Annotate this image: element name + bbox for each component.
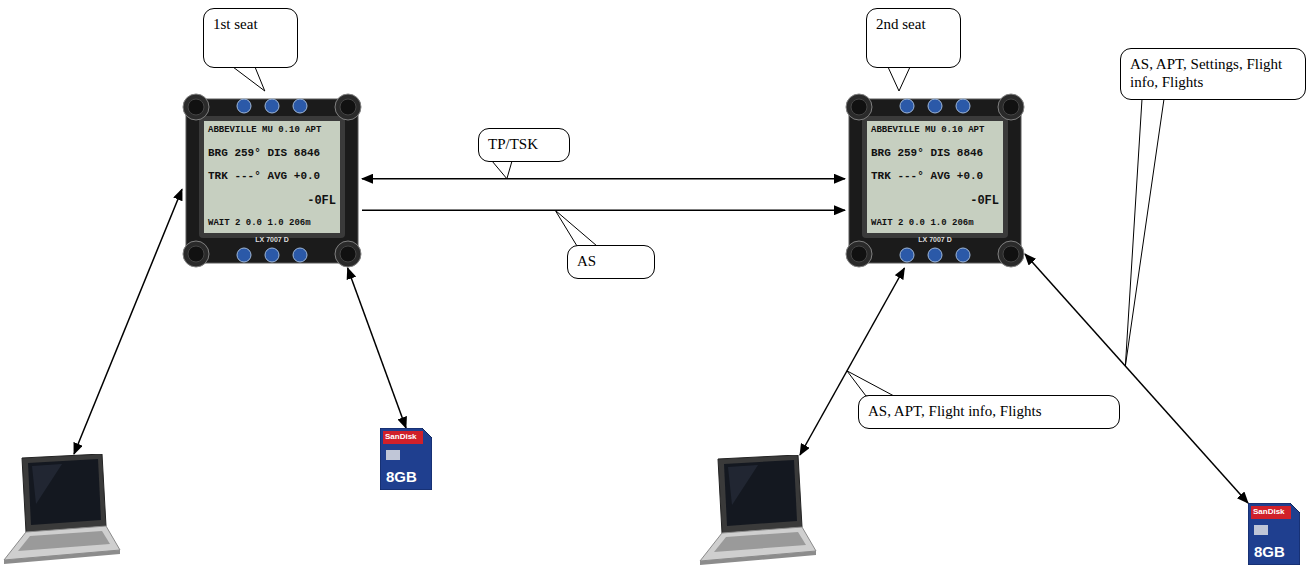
- callout-bubble: AS, APT, Settings, Flight info, Flights: [1120, 48, 1306, 100]
- screen-text: TRK ---° AVG +0.0: [871, 170, 999, 183]
- data-link-arrow: [348, 268, 406, 428]
- model-name: LX 7007 D: [845, 236, 1025, 244]
- callout-bubble: TP/TSK: [478, 128, 570, 162]
- callout-bubble: 2nd seat: [866, 8, 961, 68]
- laptop-illustration: [698, 455, 818, 567]
- connector-label: AS: [577, 253, 596, 269]
- laptop: [698, 455, 818, 567]
- flight-computer: ABBEVILLE MU 0.10 APT BRG 259° DIS 8846TR…: [182, 93, 362, 268]
- callout-pointer: [492, 161, 512, 179]
- laptop-illustration: [2, 454, 122, 566]
- screen-text: -0FL: [307, 194, 336, 208]
- callout-pointer: [847, 371, 894, 396]
- callout-bubble: AS: [567, 245, 655, 279]
- lcd-screen: ABBEVILLE MU 0.10 APT BRG 259° DIS 8846TR…: [204, 121, 340, 233]
- callout-text: 1st seat: [213, 16, 258, 32]
- callout-pointer: [1125, 99, 1164, 366]
- callout-pointer: [555, 210, 597, 246]
- lcd-screen: ABBEVILLE MU 0.10 APT BRG 259° DIS 8846TR…: [867, 121, 1003, 233]
- connector-label: TP/TSK: [488, 136, 538, 152]
- screen-text: ABBEVILLE MU 0.10 APT: [208, 125, 336, 136]
- screen-text: BRG 259° DIS 8846: [871, 147, 999, 160]
- sd-card: SanDisk 8GB: [380, 428, 432, 490]
- callout-text: 2nd seat: [876, 16, 926, 32]
- model-name: LX 7007 D: [182, 236, 362, 244]
- callout-pointer: [233, 67, 265, 91]
- screen-text: TRK ---° AVG +0.0: [208, 170, 336, 183]
- screen-text: ABBEVILLE MU 0.10 APT: [871, 125, 999, 136]
- sd-card: SanDisk 8GB: [1248, 503, 1300, 565]
- data-link-arrow: [362, 210, 845, 212]
- brand-text: SanDisk: [385, 432, 417, 442]
- data-link-arrow: [1025, 254, 1248, 503]
- screen-text: WAIT 2 0.0 1.0 206m: [871, 218, 999, 229]
- brand-text: SanDisk: [1253, 507, 1285, 517]
- capacity-text: 8GB: [386, 468, 417, 485]
- data-link-arrow: [362, 178, 845, 180]
- callout-bubble: 1st seat: [203, 8, 298, 68]
- screen-text: -0FL: [970, 194, 999, 208]
- capacity-text: 8GB: [1254, 543, 1285, 560]
- flight-computer: ABBEVILLE MU 0.10 APT BRG 259° DIS 8846TR…: [845, 93, 1025, 268]
- callout-pointer: [888, 67, 910, 91]
- screen-text: BRG 259° DIS 8846: [208, 147, 336, 160]
- laptop: [2, 454, 122, 566]
- callout-bubble: AS, APT, Flight info, Flights: [858, 395, 1120, 429]
- screen-text: WAIT 2 0.0 1.0 206m: [208, 218, 336, 229]
- connector-label: AS, APT, Settings, Flight info, Flights: [1130, 56, 1282, 90]
- connector-label: AS, APT, Flight info, Flights: [868, 403, 1042, 419]
- data-link-arrow: [74, 189, 182, 454]
